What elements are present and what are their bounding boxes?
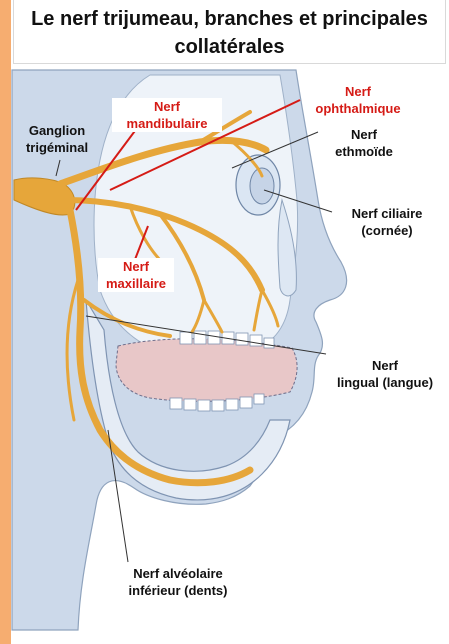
- label-nerf-lingual: Nerf lingual (langue): [325, 357, 445, 391]
- label-nerf-ethmoide: Nerf ethmoïde: [320, 126, 408, 160]
- label-nerf-alveolaire: Nerf alvéolaire inférieur (dents): [108, 565, 248, 599]
- page-title: Le nerf trijumeau, branches et principal…: [13, 0, 446, 64]
- label-nerf-mandibulaire: Nerf mandibulaire: [112, 98, 222, 132]
- title-line-1: Le nerf trijumeau, branches et principal…: [14, 5, 445, 33]
- title-line-2: collatérales: [14, 33, 445, 61]
- label-nerf-ciliaire: Nerf ciliaire (cornée): [332, 205, 442, 239]
- label-nerf-ophthalmique: Nerf ophthalmique: [302, 83, 414, 117]
- label-ganglion-trigeminal: Ganglion trigéminal: [12, 122, 102, 156]
- label-nerf-maxillaire: Nerf maxillaire: [98, 258, 174, 292]
